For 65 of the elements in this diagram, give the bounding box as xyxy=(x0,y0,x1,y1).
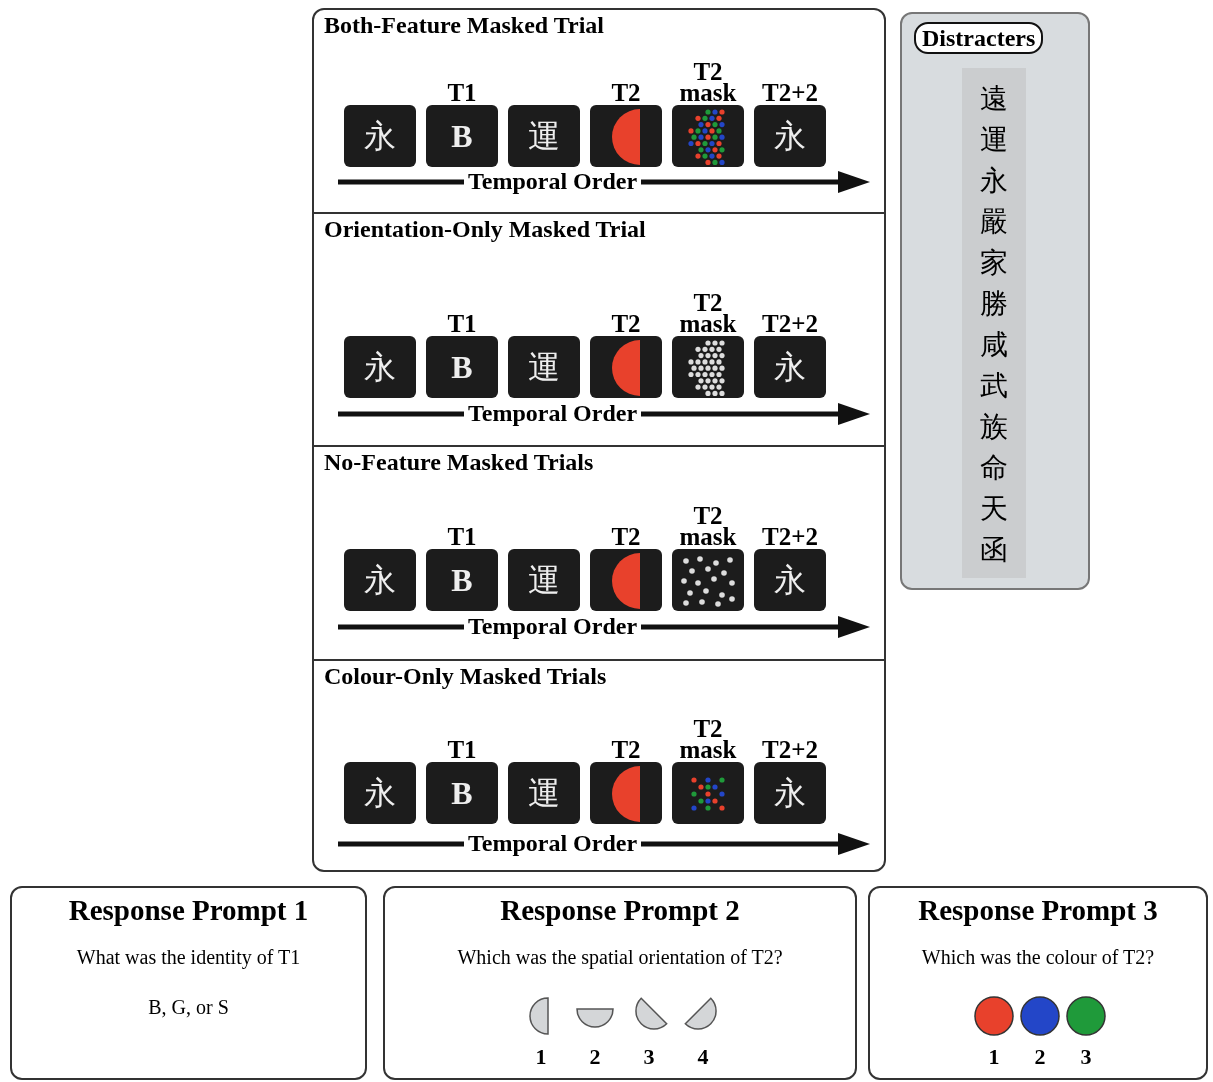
option-number: 2 xyxy=(588,1044,602,1070)
stimulus-character: B xyxy=(450,120,474,152)
distracter-panel xyxy=(900,12,1090,590)
trial-title: Colour-Only Masked Trials xyxy=(324,663,607,690)
stimulus-label: T2+2 xyxy=(761,312,819,334)
stimulus-square xyxy=(344,336,416,398)
stimulus-square xyxy=(508,336,580,398)
stimulus-character: 永 xyxy=(773,777,807,809)
stimulus-character: B xyxy=(450,564,474,596)
stimulus-label: T2+2 xyxy=(761,81,819,103)
stimulus-label: T2 xyxy=(610,312,642,334)
stimulus-square xyxy=(508,762,580,824)
stimulus-character: 永 xyxy=(773,564,807,596)
stimulus-character: 運 xyxy=(527,351,561,383)
stimulus-square xyxy=(344,105,416,167)
prompt-panel xyxy=(868,886,1208,1080)
option-number: 2 xyxy=(1033,1044,1047,1070)
stimulus-character: 運 xyxy=(527,777,561,809)
option-number: 3 xyxy=(1079,1044,1093,1070)
stimulus-label: T2+2 xyxy=(761,525,819,547)
stimulus-character: 運 xyxy=(527,120,561,152)
stimulus-character: 運 xyxy=(527,564,561,596)
trial-frame xyxy=(312,8,886,872)
prompt-panel xyxy=(383,886,857,1080)
prompt-heading: Response Prompt 1 xyxy=(67,894,310,927)
trial-title: No-Feature Masked Trials xyxy=(324,449,594,476)
stimulus-character: 永 xyxy=(363,777,397,809)
stimulus-label: T1 xyxy=(446,312,478,334)
stimulus-character: 永 xyxy=(363,120,397,152)
stimulus-label: T2 mask xyxy=(678,60,738,103)
option-number: 3 xyxy=(642,1044,656,1070)
stimulus-square xyxy=(508,549,580,611)
trial-title: Both-Feature Masked Trial xyxy=(324,12,604,39)
stimulus-square xyxy=(508,105,580,167)
stimulus-label: T1 xyxy=(446,525,478,547)
stimulus-label: T2 mask xyxy=(678,291,738,334)
stimulus-label: T2 xyxy=(610,525,642,547)
prompt-heading: Response Prompt 2 xyxy=(499,894,741,927)
character-column: 遠運永嚴家勝咸武族命天函 xyxy=(962,68,1026,578)
option-number: 4 xyxy=(696,1044,710,1070)
prompt-text: What was the identity of T1 xyxy=(75,946,302,969)
stimulus-label: T1 xyxy=(446,81,478,103)
stimulus-label: T2 mask xyxy=(678,504,738,547)
trial-title: Orientation-Only Masked Trial xyxy=(324,216,646,243)
panel-heading: Distracters xyxy=(914,22,1044,54)
stimulus-label: T2 mask xyxy=(678,717,738,760)
stimulus-square xyxy=(344,549,416,611)
stimulus-character: 永 xyxy=(773,120,807,152)
stimulus-character: B xyxy=(450,351,474,383)
stimulus-character: 永 xyxy=(773,351,807,383)
prompt-text: Which was the spatial orientation of T2? xyxy=(456,946,784,969)
option-number: 1 xyxy=(987,1044,1001,1070)
stimulus-label: T2 xyxy=(610,81,642,103)
prompt-text: B, G, or S xyxy=(147,996,230,1019)
stimulus-square xyxy=(344,762,416,824)
option-number: 1 xyxy=(534,1044,548,1070)
stimulus-character: 永 xyxy=(363,351,397,383)
stimulus-label: T2+2 xyxy=(761,738,819,760)
prompt-panel xyxy=(10,886,367,1080)
stimulus-character: B xyxy=(450,777,474,809)
prompt-text: Which was the colour of T2? xyxy=(920,946,1156,969)
prompt-heading: Response Prompt 3 xyxy=(917,894,1159,927)
stimulus-label: T1 xyxy=(446,738,478,760)
stimulus-character: 永 xyxy=(363,564,397,596)
stimulus-label: T2 xyxy=(610,738,642,760)
